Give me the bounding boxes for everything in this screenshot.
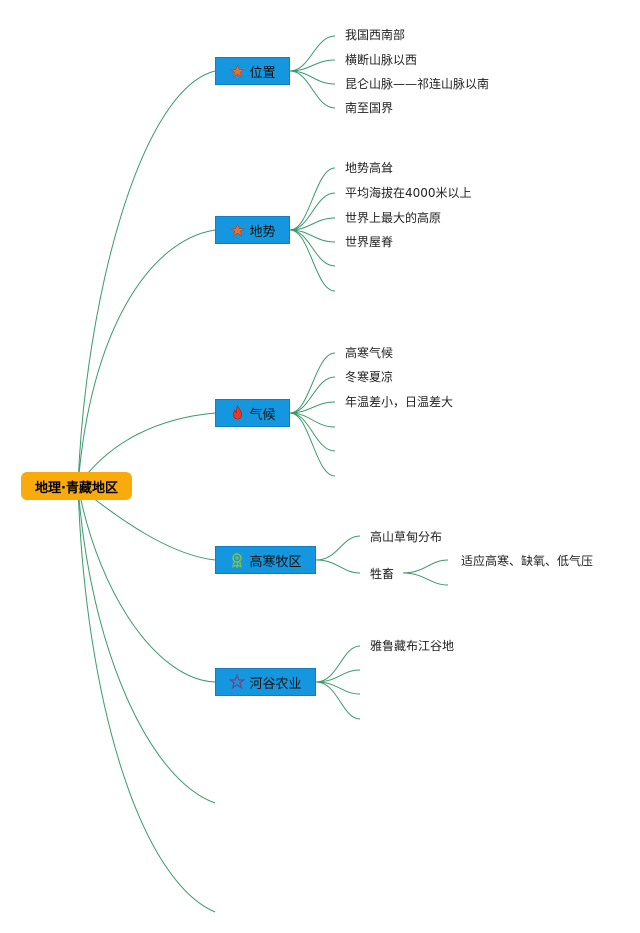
branch-label: 位置 bbox=[249, 65, 276, 81]
leaf-item: 我国西南部 bbox=[345, 28, 406, 42]
leaf-item: 地势高耸 bbox=[345, 161, 394, 175]
branch-node-climate[interactable]: 气候 bbox=[215, 399, 290, 427]
star-icon bbox=[229, 222, 245, 238]
leaf-item: 南至国界 bbox=[345, 101, 394, 115]
branch-label: 河谷农业 bbox=[249, 676, 302, 692]
award-ribbon-icon bbox=[229, 552, 245, 568]
branch-node-terrain[interactable]: 地势 bbox=[215, 216, 290, 244]
branch-label: 地势 bbox=[249, 224, 276, 240]
connector-root-location bbox=[77, 70, 216, 487]
connector-root-climate bbox=[77, 412, 216, 487]
leaf-item: 世界屋脊 bbox=[345, 235, 394, 249]
leaf-item: 平均海拔在4000米以上 bbox=[345, 186, 472, 200]
leaf-item: 昆仑山脉——祁连山脉以南 bbox=[345, 77, 490, 91]
fire-icon bbox=[229, 405, 245, 421]
connector-root-empty-2 bbox=[77, 485, 216, 913]
branch-node-location[interactable]: 位置 bbox=[215, 57, 290, 85]
leaf-item: 牲畜 bbox=[370, 567, 395, 581]
root-node[interactable]: 地理·青藏地区 bbox=[21, 472, 132, 500]
star-icon bbox=[229, 63, 245, 79]
leaf-item: 高山草甸分布 bbox=[370, 530, 443, 544]
branch-node-pasture[interactable]: 高寒牧区 bbox=[215, 546, 316, 574]
leaf-item: 世界上最大的高原 bbox=[345, 211, 442, 225]
leaf-item: 雅鲁藏布江谷地 bbox=[370, 639, 455, 653]
connector-root-terrain bbox=[77, 229, 216, 487]
leaf-item: 年温差小，日温差大 bbox=[345, 395, 454, 409]
leaf-item: 横断山脉以西 bbox=[345, 53, 418, 67]
connector-root-valley bbox=[77, 485, 216, 683]
leaf-item: 冬寒夏凉 bbox=[345, 370, 394, 384]
leaf-item: 高寒气候 bbox=[345, 346, 394, 360]
star-outline-icon bbox=[229, 674, 246, 690]
branch-node-valley[interactable]: 河谷农业 bbox=[215, 668, 316, 696]
root-label: 地理·青藏地区 bbox=[35, 480, 118, 496]
connector-root-empty-1 bbox=[77, 485, 216, 804]
branch-label: 气候 bbox=[249, 407, 276, 423]
branch-label: 高寒牧区 bbox=[249, 554, 302, 570]
sub-leaf-item: 适应高寒、缺氧、低气压 bbox=[461, 554, 594, 568]
